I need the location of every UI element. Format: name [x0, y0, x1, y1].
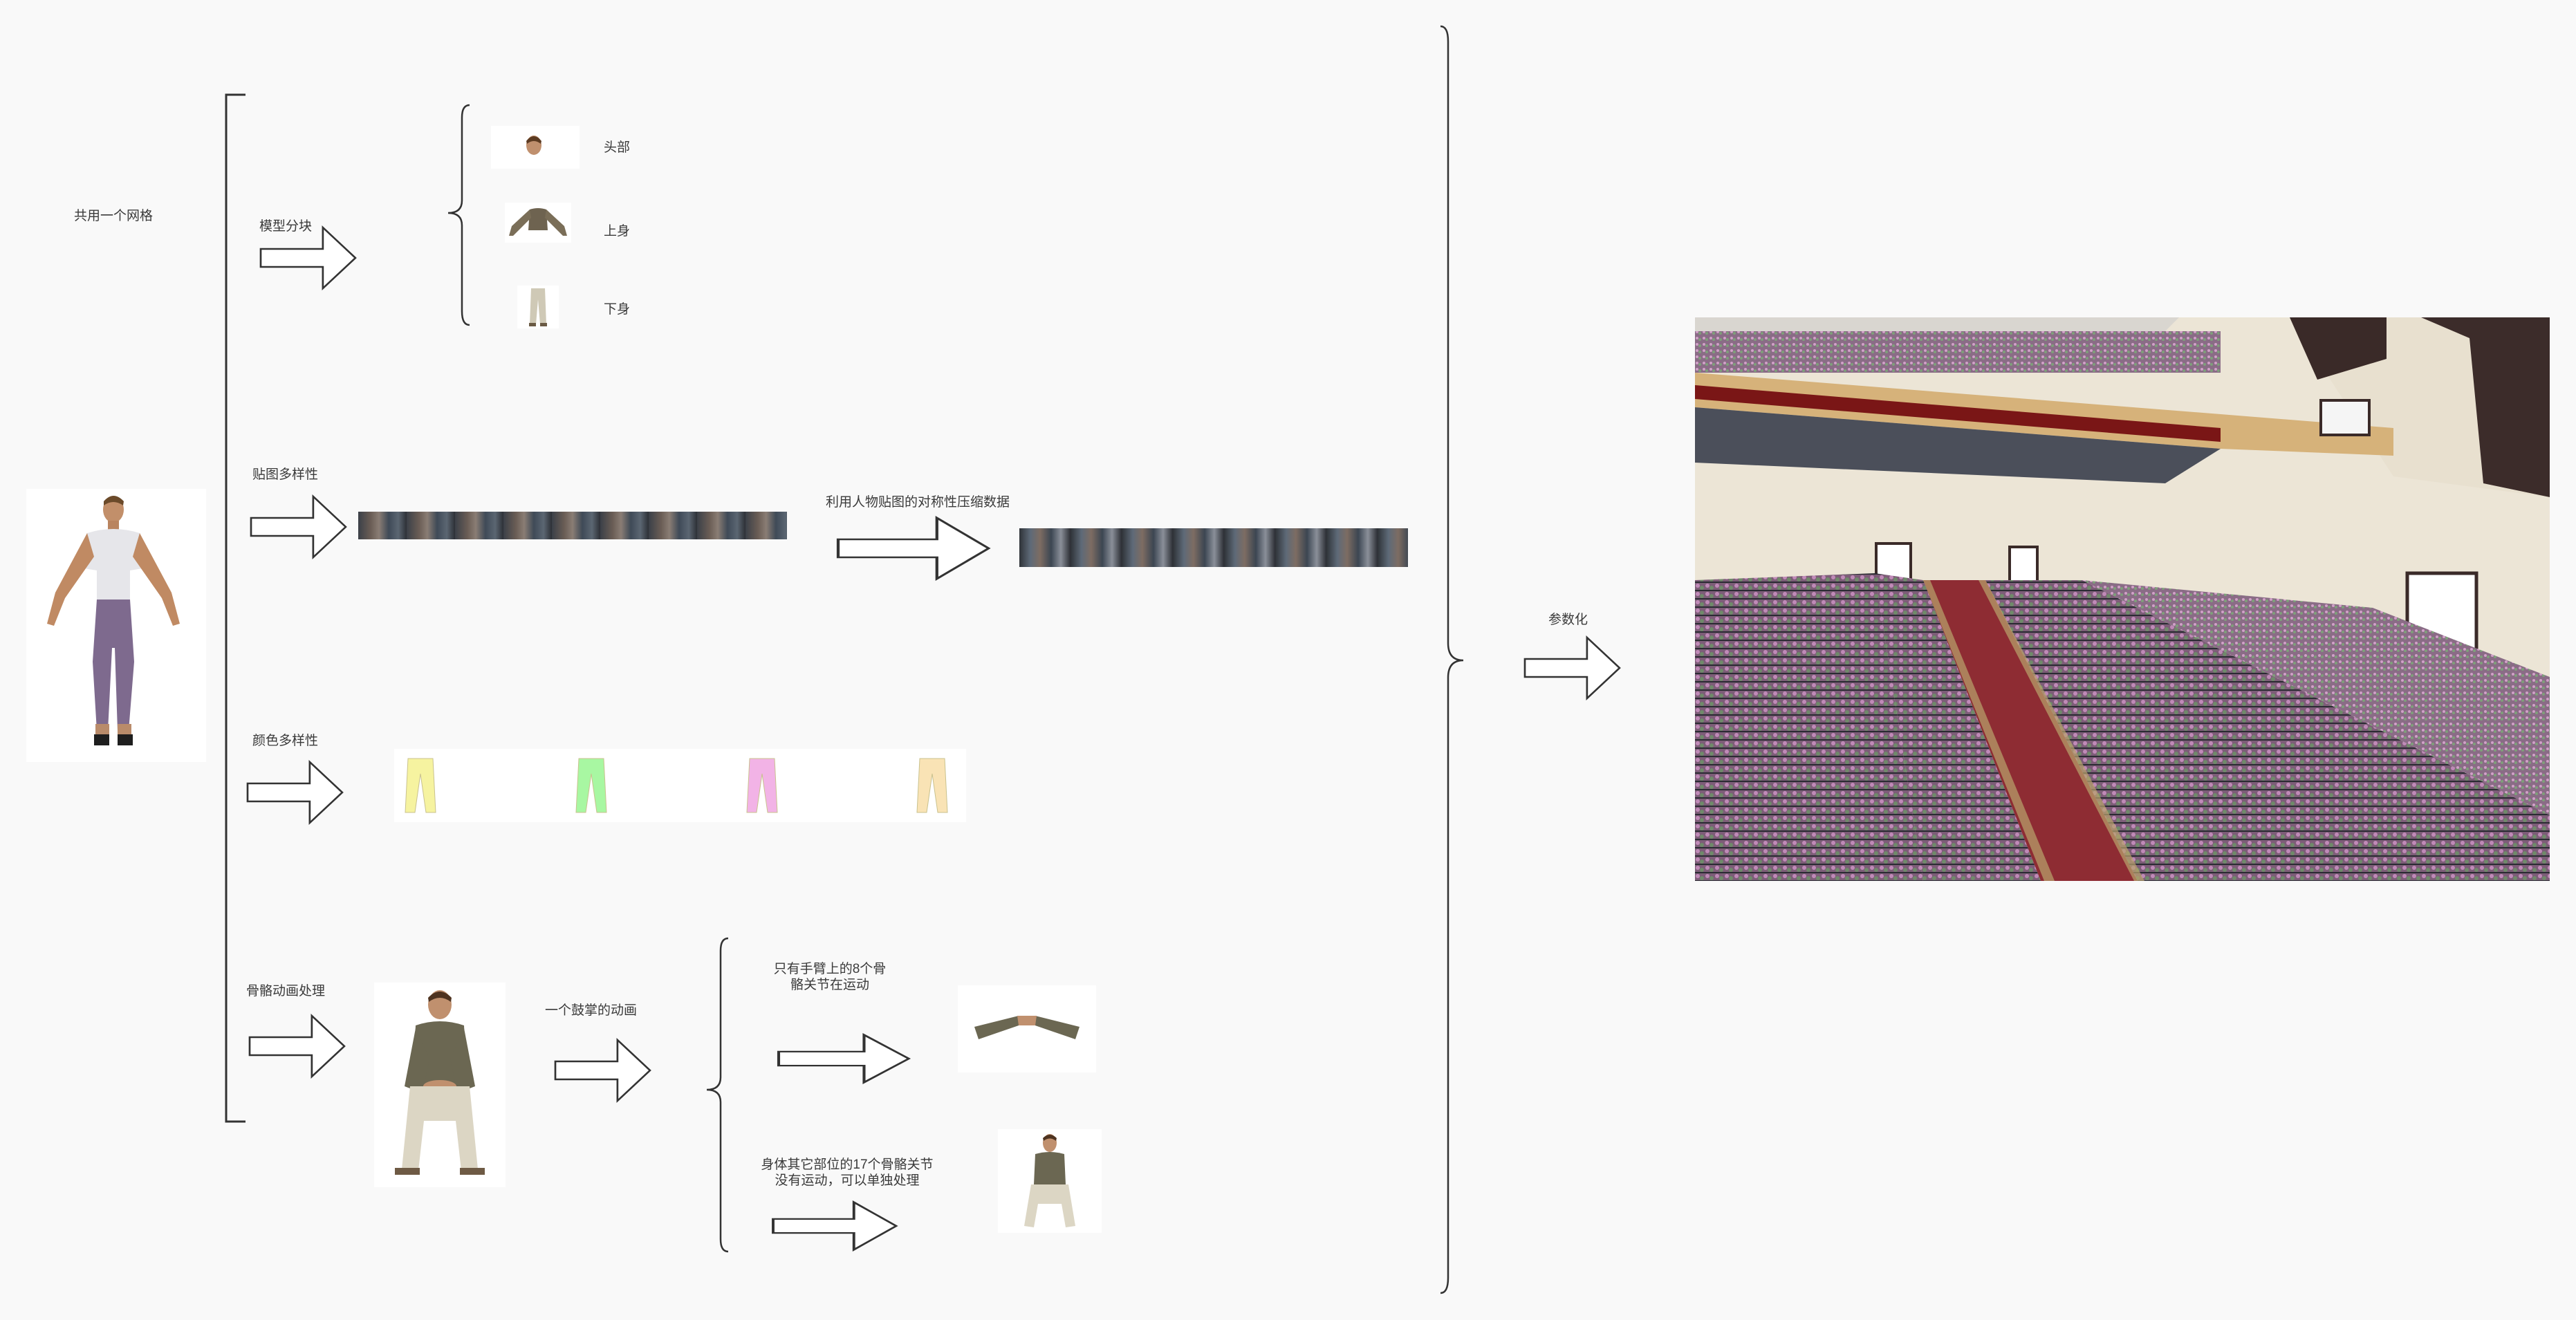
pants-variant-icon: [575, 758, 607, 813]
clap-anim-label: 一个鼓掌的动画: [545, 1003, 638, 1018]
arrow-skeleton: [248, 1014, 346, 1078]
seated-body-icon: [1024, 1134, 1075, 1227]
arrow-parameterize: [1523, 636, 1621, 700]
other-joints-line2: 没有运动，可以单独处理: [775, 1173, 920, 1188]
model-split-brace: [447, 104, 470, 326]
big-right-brace: [1440, 25, 1464, 1294]
upper-body-image: [505, 203, 571, 243]
body-no-arms-image: [998, 1129, 1102, 1233]
arrow-color: [246, 761, 344, 824]
arms-image: [958, 985, 1096, 1072]
arm-joints-line1: 只有手臂上的8个骨: [773, 962, 887, 976]
lower-body-image: [517, 286, 559, 328]
pants-variant-icon: [916, 758, 948, 813]
compressed-texture-strip: [1019, 528, 1408, 567]
pants-variant-icon: [405, 758, 436, 813]
symmetry-compress-label: 利用人物贴图的对称性压缩数据: [826, 495, 1010, 510]
skeleton-anim-label: 骨骼动画处理: [246, 984, 326, 998]
pants-variant-icon: [746, 758, 778, 813]
head-part-image: [491, 126, 580, 169]
lower-body-label: 下身: [604, 302, 631, 317]
texture-diversity-label: 贴图多样性: [252, 467, 319, 482]
shared-mesh-label: 共用一个网格: [74, 209, 154, 223]
arrow-model-split: [259, 226, 357, 290]
arrow-arm-joints: [779, 1035, 909, 1083]
upper-body-icon: [509, 208, 567, 236]
animation-brace: [706, 937, 729, 1253]
head-icon: [526, 136, 541, 155]
auditorium-render-image: [1695, 317, 2550, 881]
lower-body-icon: [529, 288, 547, 326]
texture-atlas-strip: [358, 512, 787, 539]
main-bracket: [225, 93, 245, 1123]
pants-variants: [405, 758, 948, 813]
arm-joints-label: 只有手臂上的8个骨 骼关节在运动: [757, 962, 902, 994]
color-diversity-label: 颜色多样性: [252, 734, 319, 748]
auditorium-scene: [1695, 317, 2550, 881]
arrow-texture: [250, 495, 347, 559]
full-character-image: [26, 489, 206, 762]
seated-character-image: [374, 983, 506, 1187]
arrow-other-joints: [772, 1200, 898, 1252]
arrow-clap: [554, 1039, 651, 1102]
character-figure-icon: [47, 496, 180, 745]
colored-pants-panel: [394, 749, 966, 822]
head-label: 头部: [604, 140, 631, 155]
seated-figure-icon: [395, 990, 485, 1175]
model-split-label: 模型分块: [259, 219, 313, 234]
clapping-arms-icon: [974, 1016, 1079, 1039]
arrow-compress: [838, 518, 989, 579]
other-joints-line1: 身体其它部位的17个骨骼关节: [761, 1158, 934, 1172]
other-joints-label: 身体其它部位的17个骨骼关节 没有运动，可以单独处理: [747, 1158, 947, 1189]
arm-joints-line2: 骼关节在运动: [790, 977, 869, 992]
parameterize-label: 参数化: [1548, 613, 1588, 627]
upper-body-label: 上身: [604, 224, 631, 239]
